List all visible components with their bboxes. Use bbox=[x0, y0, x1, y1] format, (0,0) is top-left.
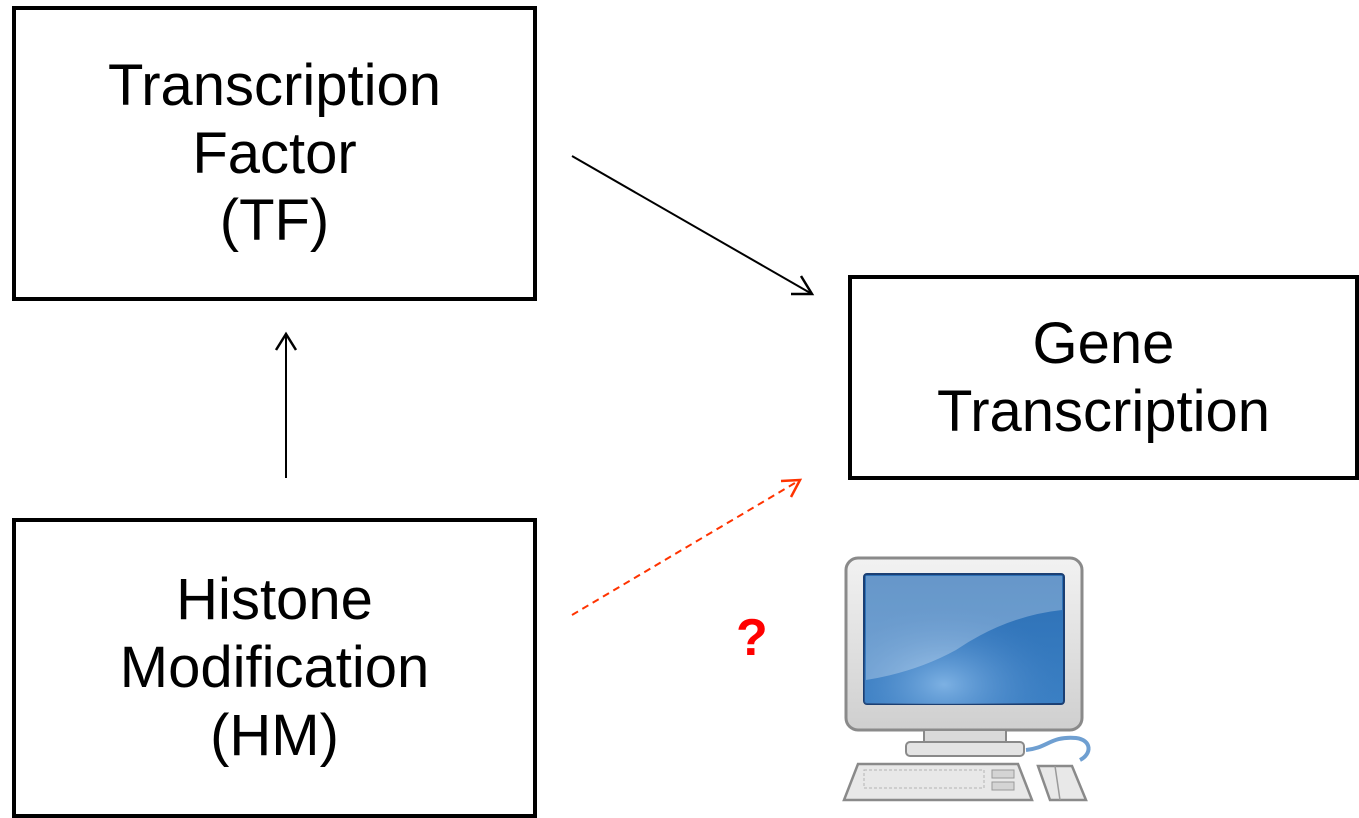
hm-line-3: (HM) bbox=[210, 702, 339, 768]
tf-line-3: (TF) bbox=[219, 188, 330, 254]
question-mark: ? bbox=[736, 609, 768, 667]
tf-line-1: Transcription bbox=[107, 52, 442, 118]
computer-icon bbox=[842, 556, 1091, 802]
edge-hm-to-tf bbox=[274, 331, 298, 478]
hm-line-2: Modification bbox=[119, 635, 430, 701]
edge-tf-to-gene bbox=[571, 155, 815, 296]
gene-line-1: Gene bbox=[1032, 310, 1175, 376]
gene-transcription-box: Gene Transcription bbox=[848, 275, 1359, 480]
histone-modification-box: Histone Modification (HM) bbox=[12, 518, 537, 818]
tf-line-2: Factor bbox=[192, 120, 357, 186]
hm-line-1: Histone bbox=[176, 567, 373, 633]
transcription-factor-box: Transcription Factor (TF) bbox=[12, 6, 537, 301]
edge-hm-to-gene-dashed bbox=[571, 478, 803, 616]
gene-line-2: Transcription bbox=[936, 378, 1271, 444]
